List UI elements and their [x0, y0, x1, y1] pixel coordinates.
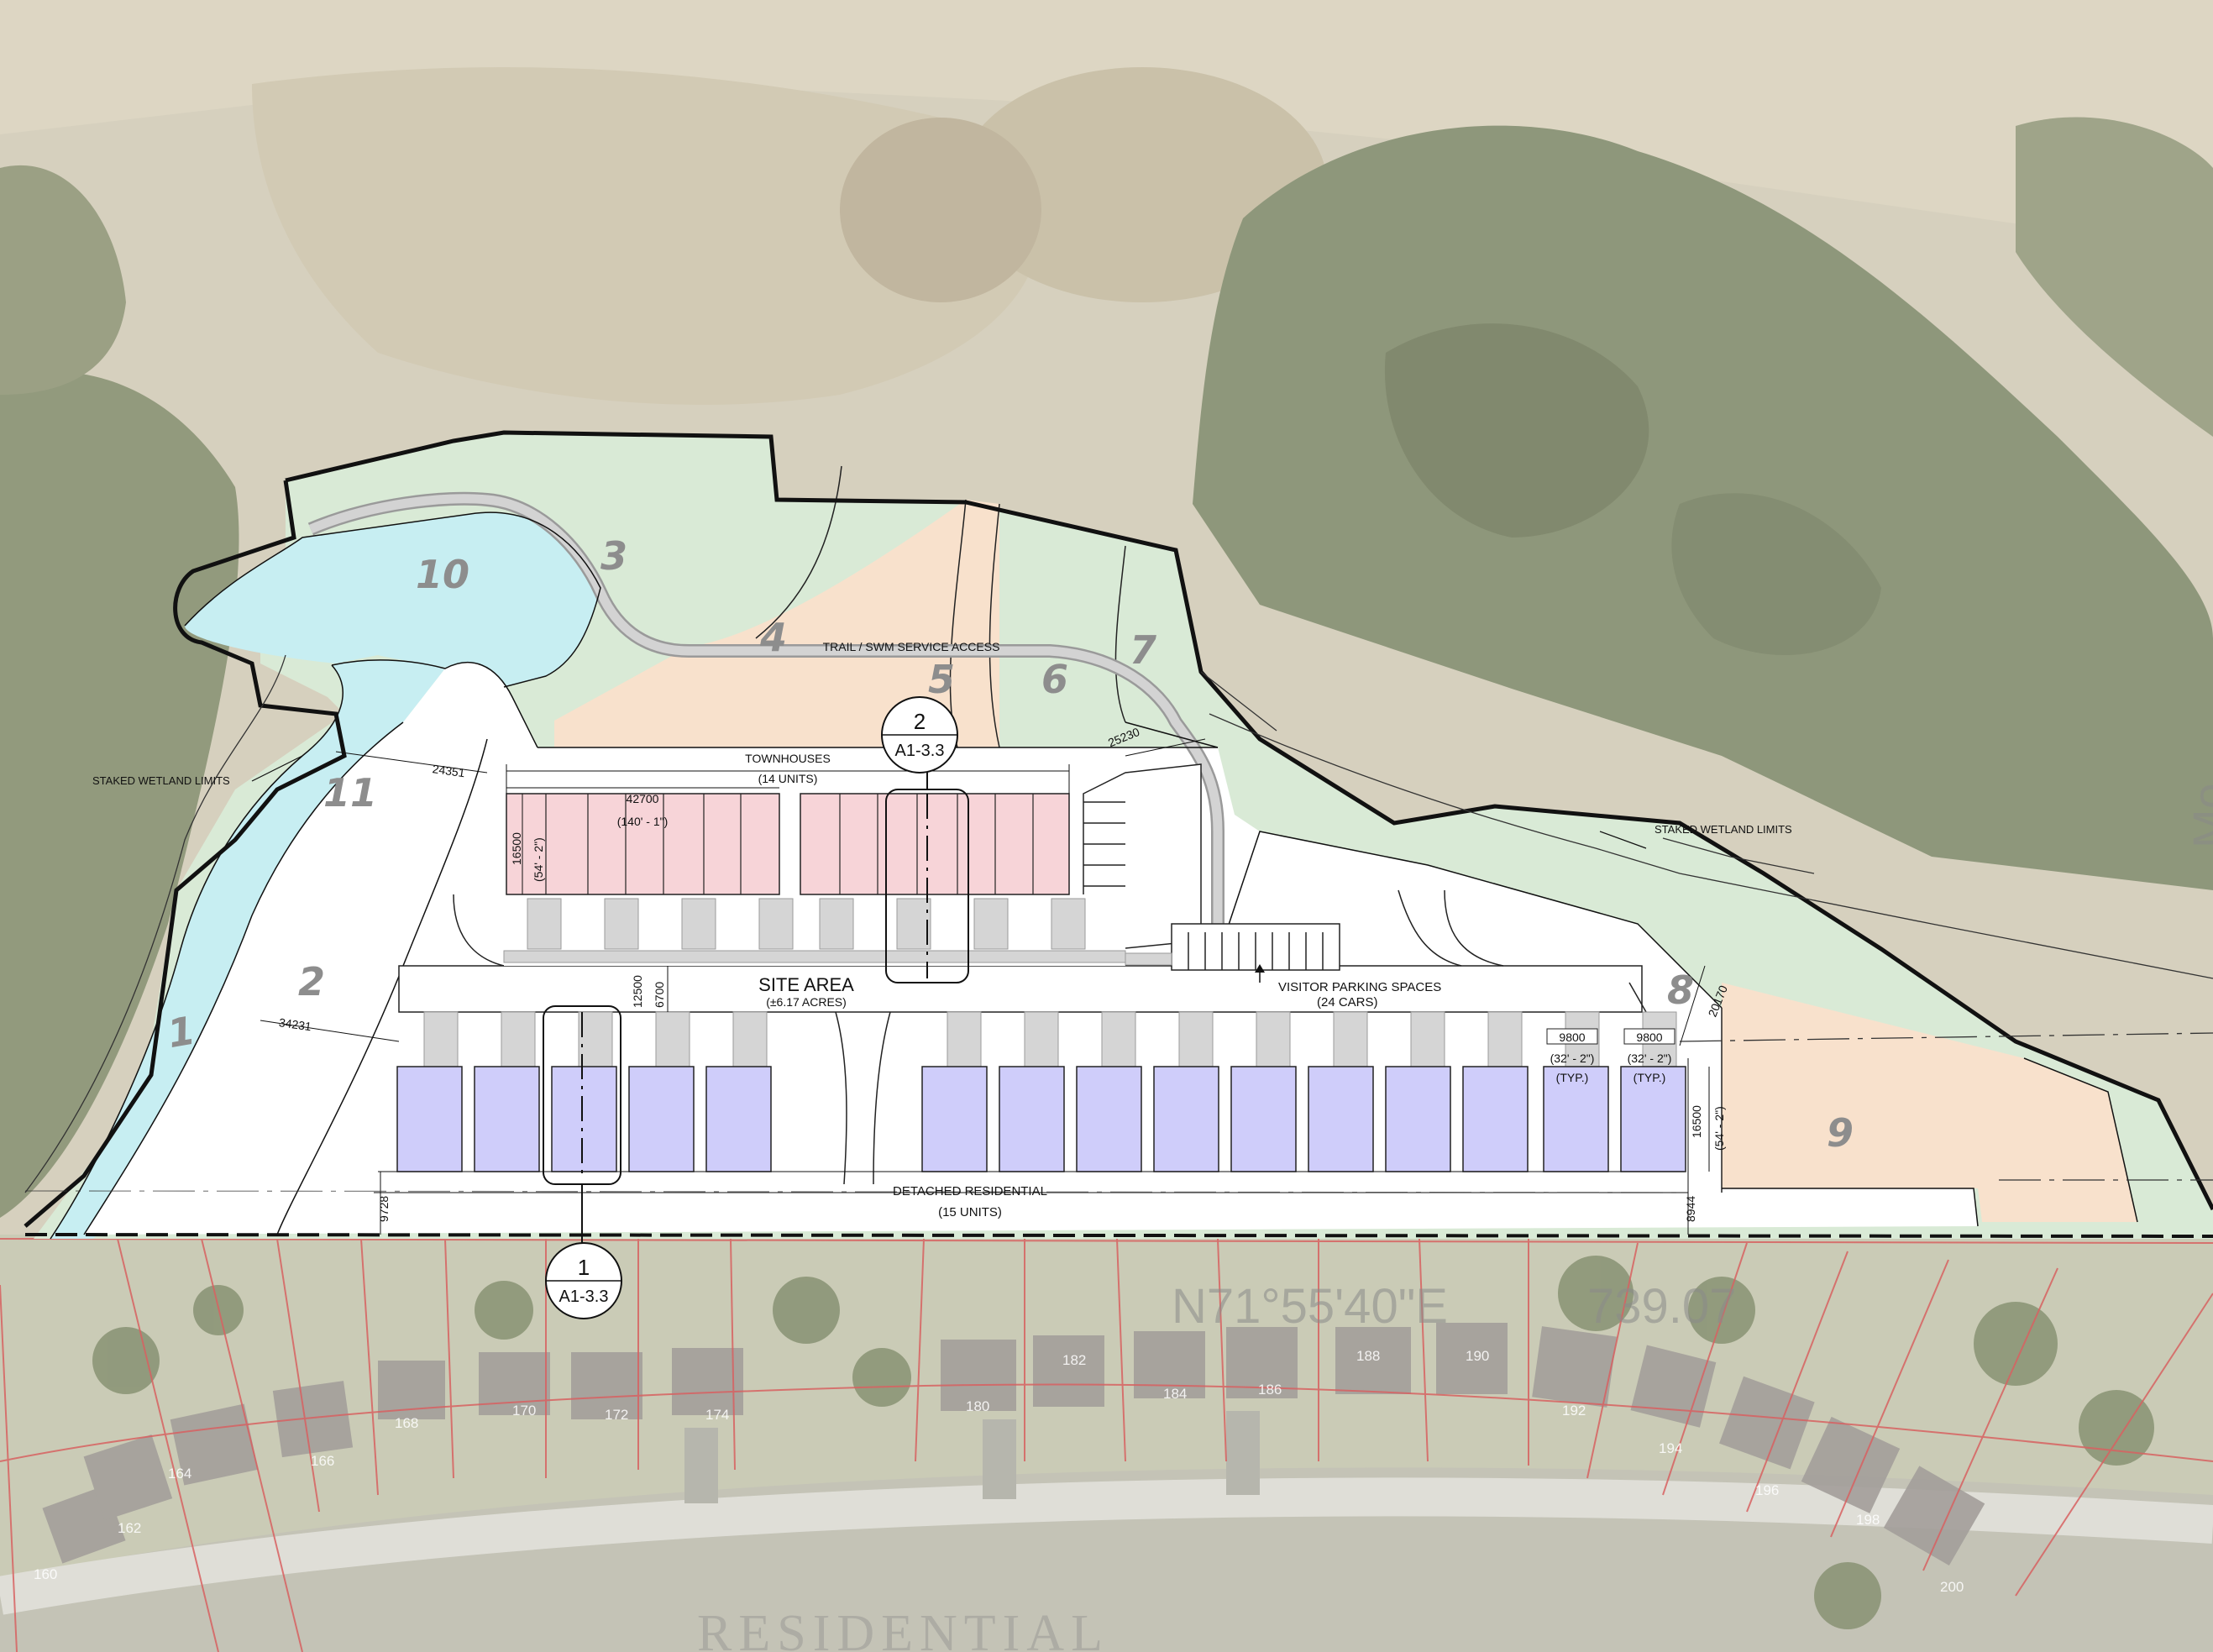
dim-16500-a-imp: (54' - 2")	[532, 837, 545, 882]
side-road-label: Mo	[2183, 783, 2213, 848]
lot-numbers: 160 162 164 166 168 170 172 174 180 182 …	[34, 1348, 1964, 1595]
dim-9800-a: 9800	[1559, 1031, 1585, 1044]
section-1-number: 1	[578, 1255, 590, 1280]
townhouses-units: (14 UNITS)	[758, 772, 818, 785]
dim-9728: 9728	[377, 1196, 391, 1222]
lot-162: 162	[118, 1520, 141, 1536]
dim-42700: 42700	[627, 792, 659, 805]
wetland-limits-left: STAKED WETLAND LIMITS	[92, 774, 230, 787]
lot-188: 188	[1356, 1348, 1380, 1364]
zone-numbers: 1 2 3 4 5 6 7 8 9 10 11	[164, 533, 1854, 1156]
dim-9800-a-typ: (TYP.)	[1556, 1071, 1589, 1084]
dim-42700-imp: (140' - 1")	[617, 815, 669, 828]
zone-number-6: 6	[1041, 657, 1068, 702]
visitor-parking-title: VISITOR PARKING SPACES	[1278, 980, 1441, 994]
zone-number-9: 9	[1827, 1110, 1854, 1156]
lot-172: 172	[605, 1407, 628, 1423]
distance-label: 739.07	[1587, 1279, 1736, 1334]
lot-160: 160	[34, 1566, 57, 1582]
zone-number-7: 7	[1130, 627, 1156, 673]
dim-9800-b: 9800	[1636, 1031, 1662, 1044]
townhouse-blocks	[506, 793, 1070, 895]
lot-200: 200	[1940, 1579, 1964, 1595]
lot-184: 184	[1163, 1386, 1187, 1402]
lot-198: 198	[1856, 1512, 1880, 1528]
plan-labels: TRAIL / SWM SERVICE ACCESS TOWNHOUSES (1…	[92, 640, 2213, 1652]
dim-34231: 34231	[278, 1015, 312, 1033]
lot-166: 166	[311, 1453, 334, 1469]
dim-6700: 6700	[653, 982, 666, 1008]
dim-9800-b-typ: (TYP.)	[1634, 1071, 1666, 1084]
lot-196: 196	[1755, 1482, 1779, 1498]
dimension-labels: 24351 42700 (140' - 1") 16500 (54' - 2")…	[278, 725, 1730, 1222]
dim-9800-b-imp: (32' - 2")	[1628, 1052, 1672, 1065]
lot-190: 190	[1466, 1348, 1489, 1364]
zone-number-3: 3	[600, 533, 627, 579]
dim-16500-a: 16500	[510, 832, 523, 865]
lot-168: 168	[395, 1415, 418, 1431]
lot-186: 186	[1258, 1382, 1282, 1398]
site-area-title: SITE AREA	[758, 974, 854, 995]
dim-8944: 8944	[1684, 1196, 1697, 1222]
townhouses-title: TOWNHOUSES	[745, 752, 831, 765]
bearing-label: N71°55'40"E	[1172, 1279, 1448, 1334]
zone-number-10: 10	[416, 552, 469, 597]
street-name-label: RESIDENTIAL	[697, 1605, 1109, 1652]
section-marker-1[interactable]: 1 A1-3.3	[545, 1242, 622, 1319]
lot-174: 174	[705, 1407, 729, 1423]
site-area-acres: (±6.17 ACRES)	[766, 995, 847, 1009]
lot-180: 180	[966, 1398, 989, 1414]
visitor-parking-cars: (24 CARS)	[1317, 995, 1378, 1010]
section-marker-2[interactable]: 2 A1-3.3	[881, 696, 958, 774]
dim-24351: 24351	[432, 762, 466, 779]
zone-number-4: 4	[759, 615, 787, 660]
zone-number-5: 5	[928, 657, 955, 702]
section-1-sheet: A1-3.3	[559, 1288, 609, 1306]
detached-houses	[396, 1066, 1686, 1172]
zone-number-2: 2	[298, 959, 325, 1004]
wetland-limits-right: STAKED WETLAND LIMITS	[1655, 823, 1792, 836]
dim-9800-a-imp: (32' - 2")	[1550, 1052, 1595, 1065]
zone-number-8: 8	[1667, 968, 1694, 1013]
lot-194: 194	[1659, 1440, 1682, 1456]
lot-164: 164	[168, 1466, 191, 1482]
lot-182: 182	[1062, 1352, 1086, 1368]
lot-170: 170	[512, 1403, 536, 1419]
zone-number-11: 11	[323, 770, 377, 816]
internal-layout	[24, 654, 2213, 1243]
dim-16500-b-imp: (54' - 2")	[1712, 1106, 1726, 1151]
section-2-sheet: A1-3.3	[895, 742, 945, 760]
trail-access-label: TRAIL / SWM SERVICE ACCESS	[823, 640, 1000, 653]
detached-title: DETACHED RESIDENTIAL	[893, 1184, 1047, 1198]
detached-units: (15 UNITS)	[938, 1205, 1002, 1219]
dim-16500-b: 16500	[1690, 1105, 1703, 1138]
lot-192: 192	[1562, 1403, 1586, 1419]
section-2-number: 2	[914, 709, 926, 734]
dim-12500: 12500	[631, 975, 644, 1008]
